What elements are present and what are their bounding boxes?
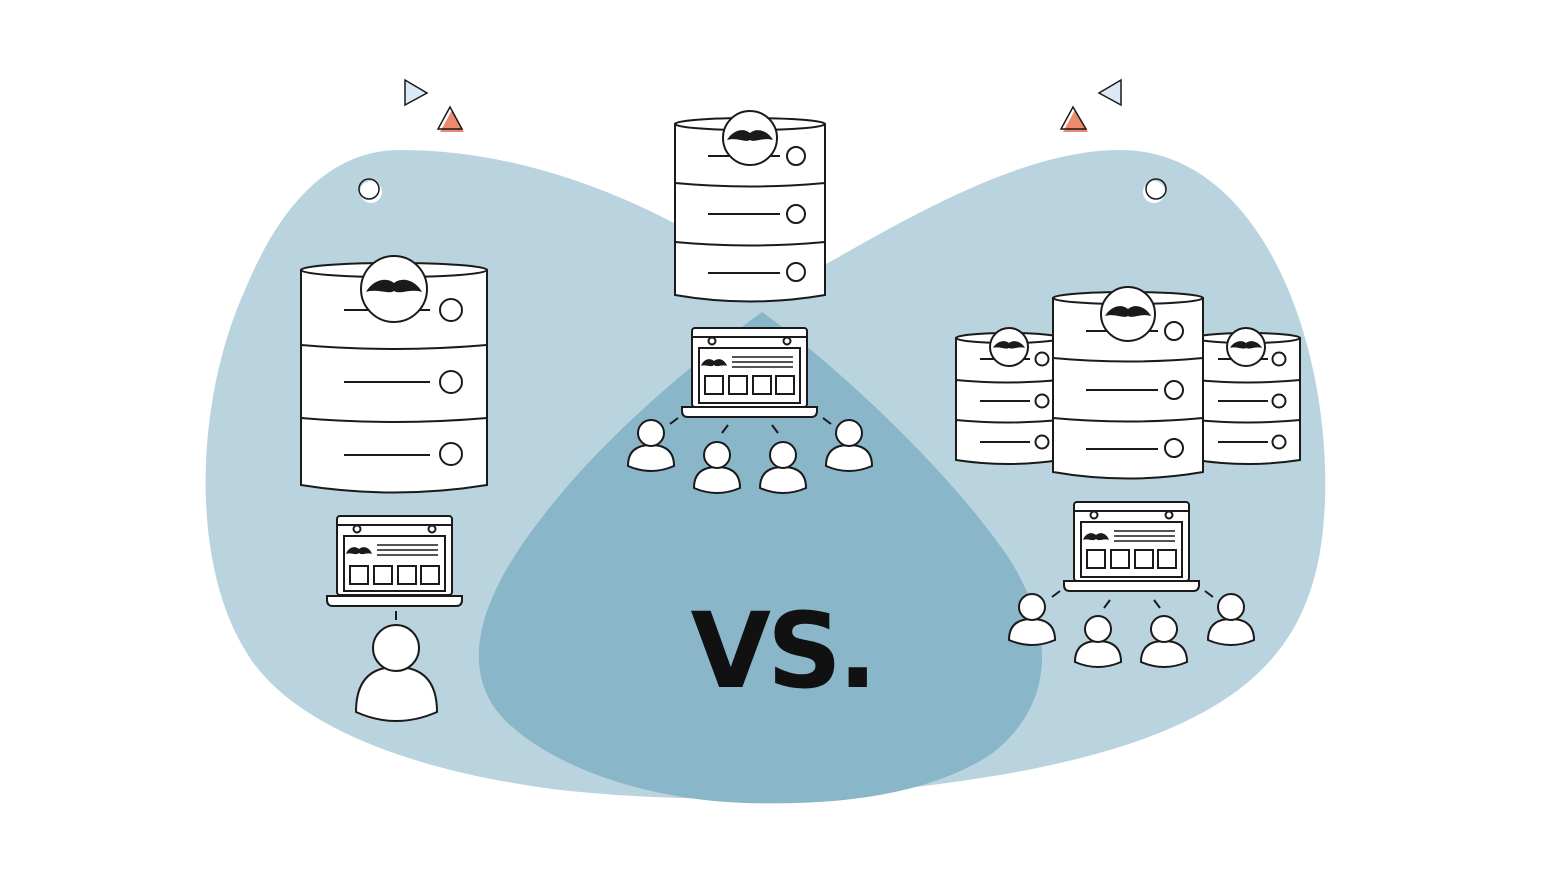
laptop-icon [681, 327, 818, 418]
mustache-logo-icon [722, 110, 778, 166]
user-icon [1139, 615, 1189, 668]
comparison-label: VS. [691, 590, 874, 712]
decorations [358, 78, 1167, 203]
scene-multiple-servers-many-users [955, 286, 1301, 668]
triangle-icon [404, 78, 429, 107]
circle-icon [360, 181, 382, 203]
database-server-icon [955, 327, 1061, 465]
circle-icon [1145, 178, 1167, 200]
mustache-logo-icon [989, 327, 1029, 367]
user-icon [354, 624, 439, 722]
user-icon [1073, 615, 1123, 668]
connector-lines [669, 417, 832, 434]
user-icon [692, 441, 742, 494]
scene-single-server-single-user [300, 255, 488, 722]
database-server-icon [1052, 286, 1204, 480]
mustache-logo-icon [1226, 327, 1266, 367]
database-server-icon [674, 110, 826, 303]
database-server-icon [1195, 327, 1301, 465]
triangle-icon [1063, 110, 1088, 132]
triangle-icon [1059, 105, 1088, 130]
triangle-icon [436, 105, 464, 130]
database-server-icon [300, 255, 488, 494]
user-icon [1007, 593, 1057, 646]
user-icon [824, 419, 874, 472]
triangle-icon [440, 110, 464, 132]
user-icon [1206, 593, 1256, 646]
overlap-blob [478, 312, 1043, 804]
user-icon [758, 441, 808, 494]
circle-icon [1143, 181, 1165, 203]
connector-lines [1051, 590, 1214, 609]
laptop-icon [1063, 501, 1200, 592]
user-icon [626, 419, 676, 472]
triangle-icon [1097, 78, 1122, 107]
mustache-logo-icon [1100, 286, 1156, 342]
laptop-icon [326, 515, 463, 607]
mustache-logo-icon [360, 255, 428, 323]
scene-single-server-many-users [626, 110, 874, 494]
circle-icon [358, 178, 380, 200]
